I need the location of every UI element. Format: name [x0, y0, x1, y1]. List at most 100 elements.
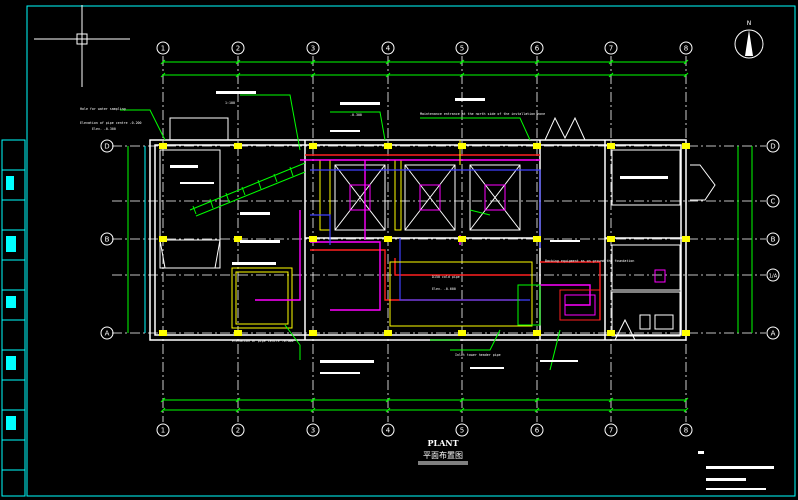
dimension-tick: [160, 407, 166, 413]
grid-bubble-row: [100, 139, 114, 153]
dimension-tick: [459, 72, 465, 78]
grid-label-col: 4: [386, 45, 391, 53]
column-marker: [458, 236, 466, 242]
dimension-tick: [683, 407, 689, 413]
note-cleaning: Backing equipment as on ground the found…: [545, 259, 634, 263]
dimension-tick: [459, 397, 465, 403]
drawing-title-block: PLANT 平面布置图: [418, 438, 468, 465]
grid-label-col: 8: [684, 45, 688, 53]
grid-label-row: B: [105, 236, 110, 244]
dimension-tick: [385, 397, 391, 403]
note-left-3: Elev. -0.300: [92, 127, 116, 131]
note-bottom-left: Elevation of pipe centre -0.600: [232, 339, 294, 343]
column-marker: [607, 330, 615, 336]
dimension-tick: [534, 407, 540, 413]
dimension-tick: [608, 72, 614, 78]
dimension-tick: [459, 59, 465, 65]
dimension-tick: [160, 397, 166, 403]
dimension-ticks: [160, 59, 689, 413]
dimension-tick: [534, 397, 540, 403]
drawing-subtitle: 平面布置图: [423, 450, 463, 460]
grid-bubble-col: [156, 423, 170, 437]
grid-bubble-col: [306, 41, 320, 55]
grid-label-col: 8: [684, 427, 688, 435]
grid-label-col: 5: [460, 427, 464, 435]
dimension-tick: [235, 397, 241, 403]
grid-label-col: 4: [386, 427, 391, 435]
column-marker: [159, 143, 167, 149]
grid-bubble-row: [766, 232, 780, 246]
dimension-tick: [235, 72, 241, 78]
grid-bubble-row: [766, 139, 780, 153]
piping-blue: [310, 169, 541, 301]
grid-label-col: 2: [236, 427, 240, 435]
grid-bubble-col: [530, 423, 544, 437]
column-marker: [159, 236, 167, 242]
dimension-tick: [385, 407, 391, 413]
grid-bubble-col: [604, 41, 618, 55]
piping-yellow: [389, 140, 533, 327]
dimension-tick: [235, 407, 241, 413]
dimension-tick: [235, 59, 241, 65]
column-marker: [159, 330, 167, 336]
column-marker: [234, 143, 242, 149]
dimension-tick: [160, 59, 166, 65]
note-bottom-centre: Inlet tower header pipe: [455, 353, 501, 357]
grid-label-col: 3: [311, 45, 315, 53]
grid-bubble-col: [381, 423, 395, 437]
crosshair-cursor-icon: [34, 5, 130, 87]
grid-bubble-col: [679, 423, 693, 437]
grid-bubble-col: [604, 423, 618, 437]
note-top-centre: Maintenance entrance at the north side o…: [420, 112, 545, 116]
column-marker: [309, 143, 317, 149]
grid-label-col: 7: [609, 45, 613, 53]
grid-label-col: 2: [236, 45, 240, 53]
conveyor-belt: [189, 162, 306, 217]
drawing-frame: [26, 5, 796, 497]
north-label: N: [747, 20, 752, 27]
grid-bubble-col: [156, 41, 170, 55]
column-marker: [533, 143, 541, 149]
dimension-tick: [385, 59, 391, 65]
grid-label-row: 1/A: [769, 274, 778, 280]
grid-bubble-row: [100, 232, 114, 246]
grid-label-row: A: [771, 330, 776, 338]
toilet-rooms: [611, 149, 681, 337]
callout-leaders: [120, 94, 561, 371]
dimension-tick: [608, 59, 614, 65]
grid-label-row: A: [105, 330, 110, 338]
heat-exchanger: [517, 284, 601, 326]
dimension-tick: [459, 407, 465, 413]
dimension-tick: [683, 397, 689, 403]
column-marker: [533, 330, 541, 336]
column-marker: [458, 143, 466, 149]
column-marker: [384, 143, 392, 149]
grid-label-col: 1: [161, 427, 165, 435]
grid-bubble-row: [766, 194, 780, 208]
dimension-tick: [160, 72, 166, 78]
grid-label-col: 6: [535, 45, 540, 53]
dimension-tick: [608, 407, 614, 413]
note-small-b: Elev. -0.600: [432, 287, 456, 291]
left-title-strip: [1, 139, 26, 497]
dimension-tick: [310, 72, 316, 78]
structural-columns: [159, 143, 690, 336]
column-marker: [309, 330, 317, 336]
grid-bubble-row: [766, 326, 780, 340]
column-marker: [533, 236, 541, 242]
dimension-tick: [534, 59, 540, 65]
grid-bubble-col: [455, 41, 469, 55]
grid-label-col: 7: [609, 427, 613, 435]
dimension-tick: [608, 397, 614, 403]
grid-bubble-col: [679, 41, 693, 55]
column-marker: [309, 236, 317, 242]
column-marker: [682, 236, 690, 242]
note-left-1: Hole for water sampling: [80, 107, 126, 111]
grid-label-col: 3: [311, 427, 315, 435]
drawing-title: PLANT: [427, 438, 458, 448]
text-blocks: [170, 91, 774, 490]
grid-label-row: D: [104, 143, 109, 151]
dimension-tick: [683, 72, 689, 78]
grid-bubble-col: [231, 423, 245, 437]
dimension-tick: [310, 397, 316, 403]
